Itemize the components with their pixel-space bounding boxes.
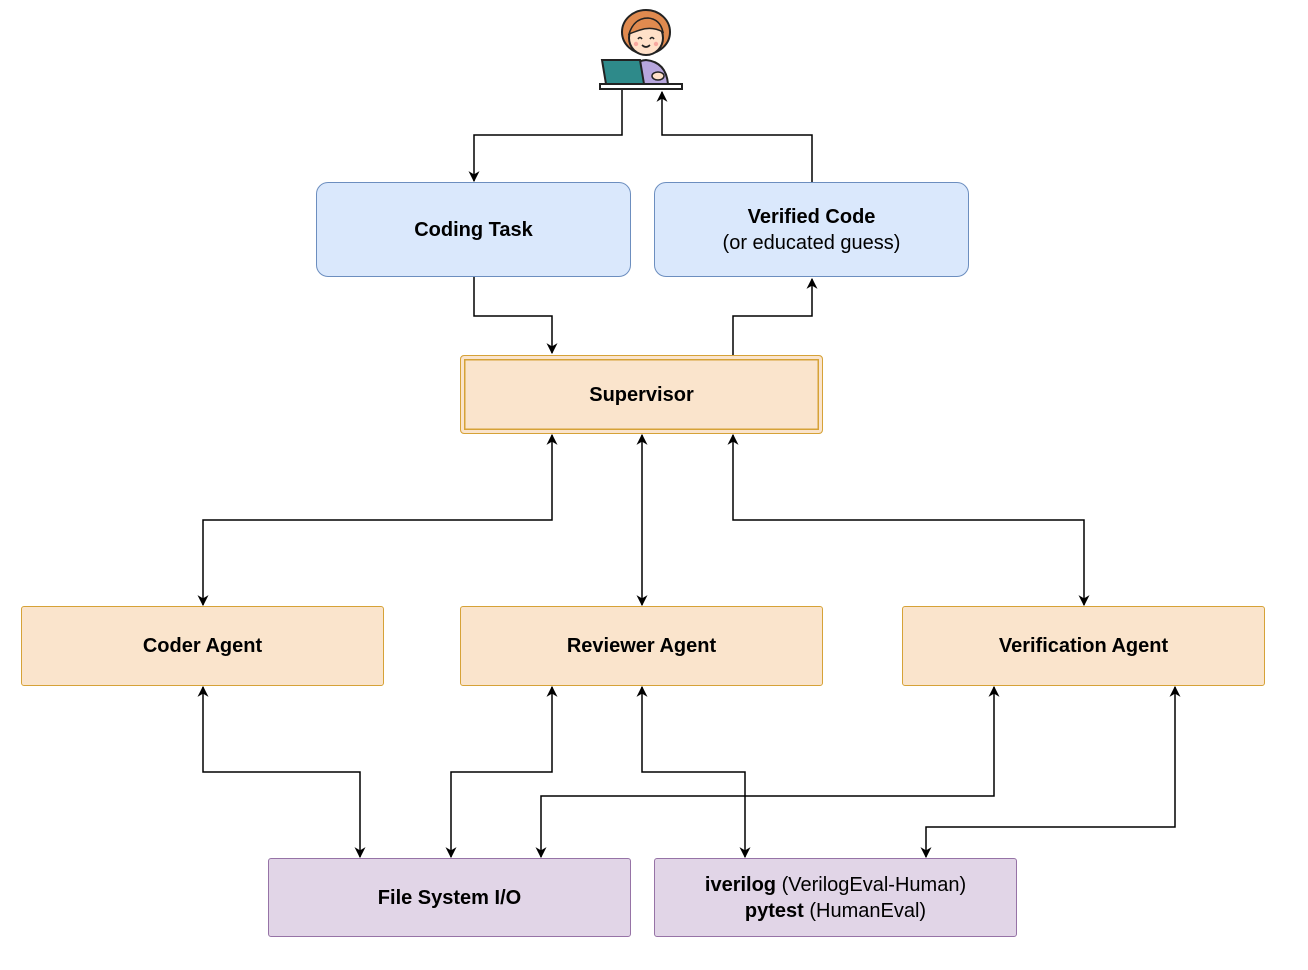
edge-coding-task-to-supervisor	[473, 277, 558, 355]
edge-verification-tools	[920, 685, 1181, 859]
edge-reviewer-tools	[636, 685, 751, 859]
edge-reviewer-filesystem	[445, 685, 558, 859]
filesystem-label: File System I/O	[377, 886, 522, 909]
reviewer-agent-label: Reviewer Agent	[566, 635, 717, 657]
filesystem-box: File System I/O	[268, 858, 631, 937]
edge-user-to-coding-task	[468, 88, 623, 183]
coder-agent-box: Coder Agent	[21, 606, 384, 686]
pytest-benchmark: (HumanEval)	[803, 899, 927, 922]
pytest-label: pytest	[744, 899, 804, 922]
verified-code-label: Verified Code	[747, 205, 876, 228]
edge-supervisor-coder	[197, 433, 558, 607]
edge-verified-code-to-user	[656, 90, 813, 183]
reviewer-agent-box: Reviewer Agent	[460, 606, 823, 686]
tools-line-iverilog: iverilog (VerilogEval-Human)	[705, 872, 966, 898]
edge-supervisor-verification	[727, 433, 1090, 607]
edge-supervisor-to-verified-code	[732, 277, 818, 355]
verified-code-sublabel: (or educated guess)	[722, 231, 901, 254]
supervisor-box: Supervisor	[460, 355, 823, 434]
iverilog-benchmark: (VerilogEval-Human)	[776, 873, 967, 896]
supervisor-label: Supervisor	[589, 383, 694, 406]
coder-agent-label: Coder Agent	[142, 635, 263, 657]
verification-agent-label: Verification Agent	[998, 635, 1169, 657]
verified-code-box: Verified Code (or educated guess)	[654, 182, 969, 277]
edge-coder-filesystem	[197, 685, 366, 859]
person-at-laptop-icon	[599, 9, 683, 90]
coding-task-label: Coding Task	[414, 218, 533, 241]
verification-agent-box: Verification Agent	[902, 606, 1265, 686]
coding-task-box: Coding Task	[316, 182, 631, 277]
iverilog-label: iverilog	[704, 873, 777, 896]
tools-box: iverilog (VerilogEval-Human) pytest (Hum…	[654, 858, 1017, 937]
tools-line-pytest: pytest (HumanEval)	[745, 898, 926, 924]
